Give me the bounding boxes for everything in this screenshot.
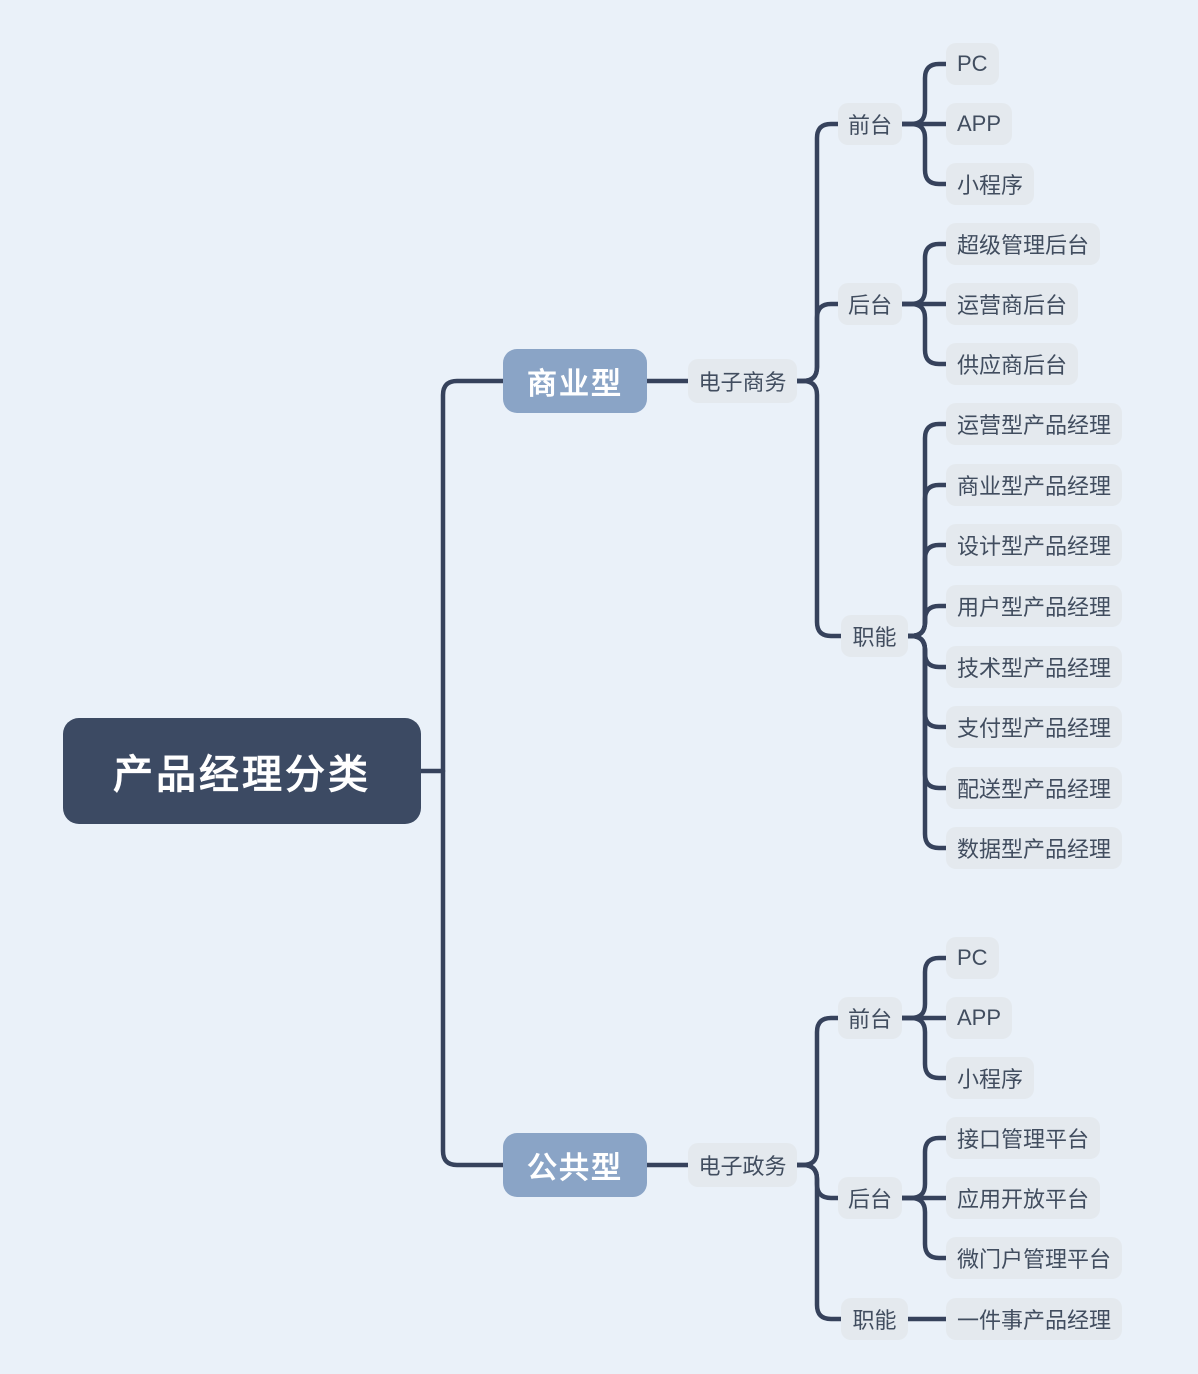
node-group-frontend-top[interactable]: 前台: [838, 103, 902, 145]
leaf-node[interactable]: 微门户管理平台: [946, 1237, 1123, 1279]
leaf-node[interactable]: 用户型产品经理: [946, 585, 1123, 627]
edge-backend-supplier: [899, 301, 949, 367]
edge-function-leaf4: [905, 603, 949, 639]
leaf-node[interactable]: 小程序: [946, 163, 1035, 205]
node-branch-public[interactable]: 公共型: [503, 1133, 647, 1197]
leaf-node[interactable]: APP: [946, 103, 1013, 145]
leaf-node[interactable]: 供应商后台: [946, 343, 1079, 385]
edge-ecommerce-backend: [794, 301, 841, 384]
edge-frontend2-pc: [899, 955, 949, 1021]
edge-backend2-interface: [899, 1135, 949, 1201]
edge-trunk: [440, 378, 506, 1168]
leaf-node[interactable]: 商业型产品经理: [946, 464, 1123, 506]
leaf-node[interactable]: 小程序: [946, 1057, 1035, 1099]
leaf-node[interactable]: 一件事产品经理: [946, 1298, 1123, 1340]
edge-ecommerce-function: [794, 378, 844, 639]
edge-frontend2-miniapp: [899, 1015, 949, 1081]
edge-backend-super: [899, 241, 949, 307]
edge-function-leaf8: [905, 633, 949, 851]
leaf-node[interactable]: 设计型产品经理: [946, 524, 1123, 566]
edge-frontend-miniapp: [899, 121, 949, 187]
leaf-node[interactable]: 应用开放平台: [946, 1177, 1101, 1219]
edge-egov-function: [794, 1162, 844, 1322]
leaf-node[interactable]: 运营商后台: [946, 283, 1079, 325]
node-branch-commercial[interactable]: 商业型: [503, 349, 647, 413]
node-group-function-top[interactable]: 职能: [841, 615, 908, 657]
leaf-node[interactable]: PC: [946, 43, 999, 85]
node-group-backend-bottom[interactable]: 后台: [838, 1177, 902, 1219]
node-domain-egov[interactable]: 电子政务: [688, 1143, 797, 1187]
node-root[interactable]: 产品经理分类: [63, 718, 421, 824]
leaf-node[interactable]: PC: [946, 937, 999, 979]
node-domain-ecommerce[interactable]: 电子商务: [688, 359, 797, 403]
node-group-function-bottom[interactable]: 职能: [841, 1298, 908, 1340]
leaf-node[interactable]: 运营型产品经理: [946, 403, 1123, 445]
edge-egov-frontend: [794, 1015, 841, 1168]
leaf-node[interactable]: APP: [946, 997, 1013, 1039]
leaf-node[interactable]: 技术型产品经理: [946, 646, 1123, 688]
edge-frontend-pc: [899, 61, 949, 127]
leaf-node[interactable]: 支付型产品经理: [946, 706, 1123, 748]
edge-backend2-microportal: [899, 1195, 949, 1261]
leaf-node[interactable]: 配送型产品经理: [946, 767, 1123, 809]
node-group-backend-top[interactable]: 后台: [838, 283, 902, 325]
leaf-node[interactable]: 接口管理平台: [946, 1117, 1101, 1159]
node-group-frontend-bottom[interactable]: 前台: [838, 997, 902, 1039]
leaf-node[interactable]: 超级管理后台: [946, 223, 1101, 265]
leaf-node[interactable]: 数据型产品经理: [946, 827, 1123, 869]
